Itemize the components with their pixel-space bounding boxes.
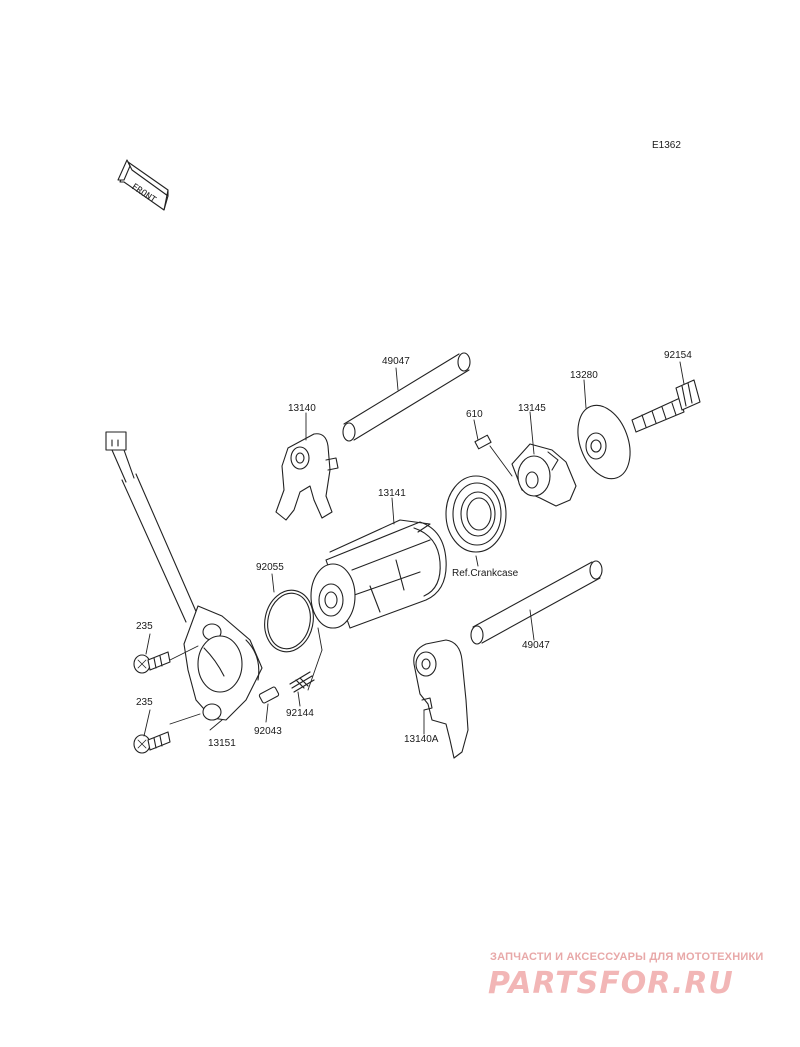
callout-ref-crankcase[interactable]: Ref.Crankcase <box>452 568 519 579</box>
bearing <box>445 475 507 553</box>
callout-92043[interactable]: 92043 <box>254 726 282 737</box>
bolt-92154 <box>631 379 701 433</box>
callout-13280[interactable]: 13280 <box>570 370 598 381</box>
front-arrow-icon: FRONT <box>117 159 169 211</box>
callout-13140[interactable]: 13140 <box>288 403 316 414</box>
o-ring <box>264 589 314 653</box>
shift-drum <box>310 519 447 629</box>
watermark-tagline: ЗАПЧАСТИ И АКСЕССУАРЫ ДЛЯ МОТОТЕХНИКИ <box>490 951 764 963</box>
callout-92144[interactable]: 92144 <box>286 708 314 719</box>
shift-fork-lower <box>413 639 469 759</box>
callout-49047-lower[interactable]: 49047 <box>522 640 550 651</box>
dowel-pin-610 <box>474 434 492 450</box>
leader-lines <box>143 361 685 737</box>
diagram-code: E1362 <box>652 140 681 151</box>
callout-610[interactable]: 610 <box>466 409 483 420</box>
callout-13151[interactable]: 13151 <box>208 738 236 749</box>
shift-drum-cam <box>511 443 577 507</box>
shift-rod-upper <box>342 352 471 442</box>
callout-49047-upper[interactable]: 49047 <box>382 356 410 367</box>
sensor-cable <box>105 431 199 623</box>
callout-92154[interactable]: 92154 <box>664 350 692 361</box>
positioning-plate <box>577 404 631 480</box>
callout-13145[interactable]: 13145 <box>518 403 546 414</box>
screw-lower <box>133 731 171 754</box>
shift-rod-lower <box>470 560 603 645</box>
screw-upper <box>133 651 171 674</box>
gear-position-switch <box>183 605 263 721</box>
callout-92055[interactable]: 92055 <box>256 562 284 573</box>
watermark-logo: PARTSFOR.RU <box>488 966 734 1001</box>
callout-13141[interactable]: 13141 <box>378 488 406 499</box>
callout-13140a[interactable]: 13140A <box>404 734 439 745</box>
callout-235-upper[interactable]: 235 <box>136 621 153 632</box>
callout-235-lower[interactable]: 235 <box>136 697 153 708</box>
pin-92043 <box>258 686 280 704</box>
shift-fork-upper <box>275 433 339 521</box>
spring <box>289 671 315 693</box>
